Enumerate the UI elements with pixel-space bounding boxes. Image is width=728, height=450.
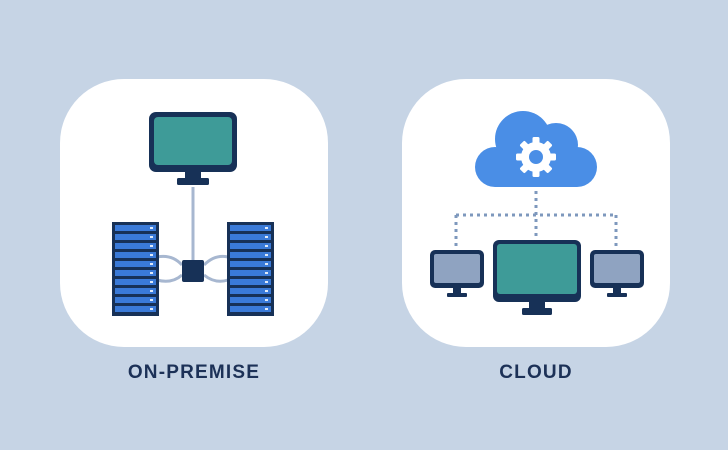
network-hub-icon bbox=[182, 260, 204, 282]
cloud-label: CLOUD bbox=[499, 362, 573, 383]
server-rack-icon bbox=[112, 222, 159, 316]
network-connectors bbox=[156, 187, 229, 283]
on-premise-label: ON-PREMISE bbox=[127, 362, 261, 383]
server-rack-icon bbox=[227, 222, 274, 316]
on-premise-diagram bbox=[112, 112, 274, 316]
cloud-card bbox=[402, 79, 670, 347]
monitor-icon bbox=[590, 250, 644, 297]
on-premise-card bbox=[60, 79, 328, 347]
cloud-diagram bbox=[430, 111, 644, 315]
monitor-icon bbox=[149, 112, 237, 185]
monitor-icon bbox=[430, 250, 484, 297]
dotted-connectors bbox=[454, 191, 618, 249]
monitor-icon bbox=[493, 240, 581, 315]
gear-icon bbox=[516, 137, 556, 177]
